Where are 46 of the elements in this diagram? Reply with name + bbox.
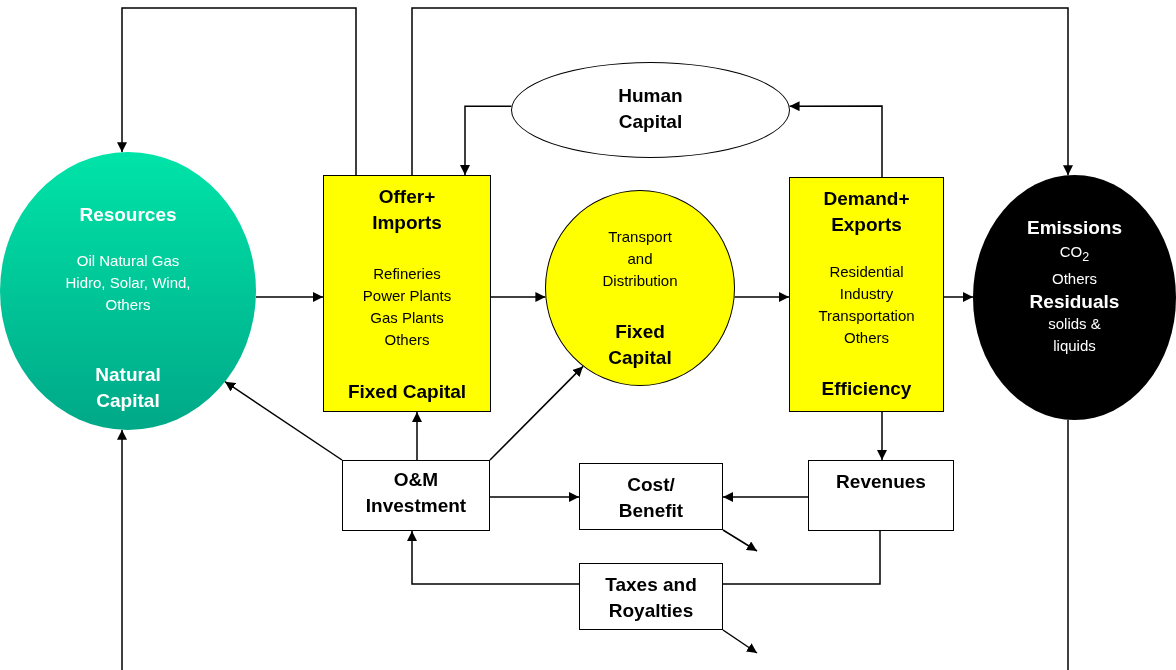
- node-text: Oil Natural Gas Hidro, Solar, Wind, Others: [64, 251, 192, 315]
- process-box: [808, 460, 954, 531]
- arrow: [255, 292, 324, 302]
- process-box: [323, 175, 491, 412]
- arrow: [411, 7, 1073, 176]
- node-heading: Demand+ Exports: [822, 187, 911, 237]
- arrow: [877, 411, 887, 461]
- arrow: [722, 529, 758, 552]
- node-heading: Revenues: [835, 470, 927, 494]
- node-heading: Emissions: [1025, 216, 1123, 240]
- node-heading: Fixed Capital: [346, 380, 468, 404]
- arrow: [489, 492, 580, 502]
- node-heading: Residuals: [1028, 290, 1121, 314]
- node-heading: O&M Investment: [364, 468, 468, 518]
- arrow: [489, 365, 584, 461]
- arrow: [407, 530, 580, 585]
- node-heading: Offer+ Imports: [371, 185, 443, 235]
- node-text: solids & liquids: [1047, 314, 1102, 356]
- node-text: CO$_{2}$ Others: [1051, 242, 1098, 289]
- connector-line: [1067, 419, 1069, 670]
- arrow: [788, 101, 883, 178]
- arrow: [224, 380, 343, 461]
- node-heading: Efficiency: [820, 377, 913, 401]
- node-text: Residential Industry Transportation Others: [817, 262, 916, 348]
- node-heading: Human Capital: [617, 84, 684, 134]
- process-box: [342, 460, 490, 531]
- process-box: [579, 563, 723, 630]
- arrow: [460, 105, 513, 176]
- process-box: [789, 177, 944, 412]
- node-heading: Natural Capital: [94, 363, 162, 413]
- node-text: Transport and Distribution: [601, 227, 679, 291]
- arrow: [490, 292, 547, 302]
- connector-line: [722, 530, 881, 585]
- node-heading: Resources: [78, 203, 178, 227]
- process-box: [579, 463, 723, 530]
- arrow: [722, 629, 758, 654]
- arrow: [117, 7, 357, 176]
- node-text: Refineries Power Plants Gas Plants Others: [361, 264, 453, 350]
- arrow: [722, 492, 809, 502]
- arrow: [943, 292, 974, 302]
- arrow: [412, 411, 422, 461]
- node-heading: Cost/ Benefit: [617, 473, 685, 523]
- arrow: [733, 292, 790, 302]
- arrow: [117, 429, 127, 670]
- node-heading: Taxes and Royalties: [604, 573, 698, 623]
- node-heading: Fixed Capital: [607, 320, 673, 370]
